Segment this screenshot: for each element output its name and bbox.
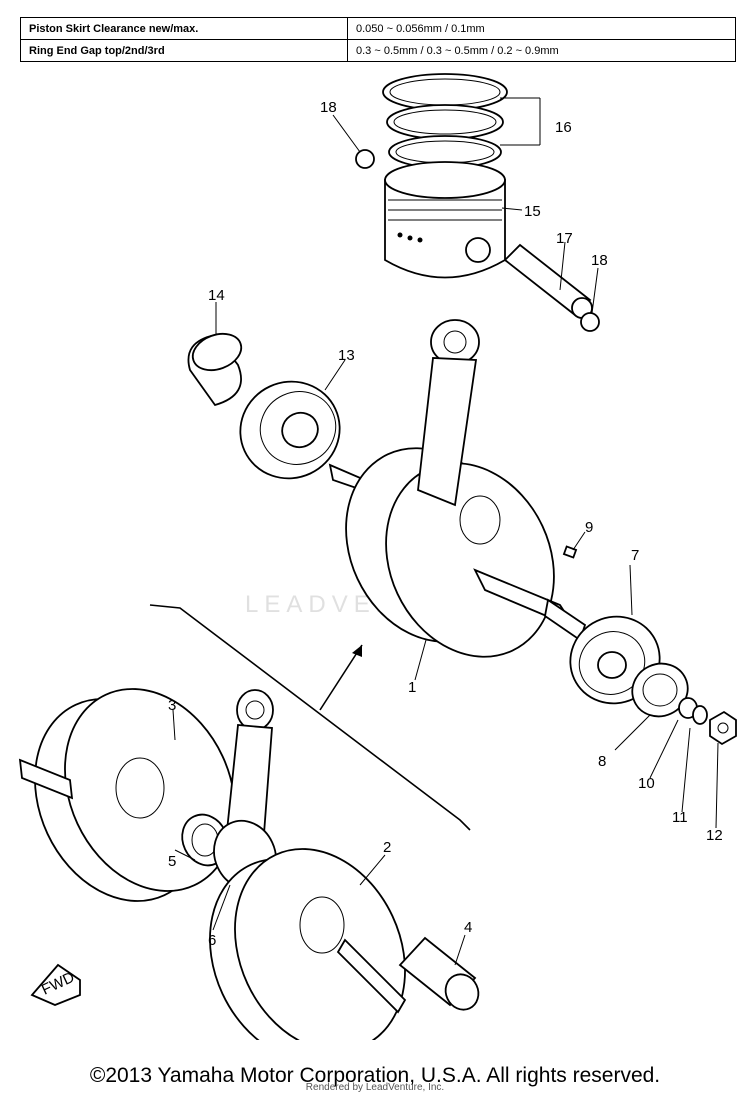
spec-value: 0.3 ~ 0.5mm / 0.3 ~ 0.5mm / 0.2 ~ 0.9mm (347, 39, 736, 62)
spec-row: Piston Skirt Clearance new/max. 0.050 ~ … (20, 17, 736, 40)
callout-12: 12 (706, 827, 723, 844)
callout-5: 5 (168, 853, 176, 870)
assembly-arrow (319, 644, 363, 711)
callout-3: 3 (168, 697, 176, 714)
piston-ring-set (382, 73, 508, 169)
circlip (355, 149, 375, 169)
callout-8: 8 (598, 753, 606, 770)
spec-table: Piston Skirt Clearance new/max. 0.050 ~ … (20, 17, 736, 62)
lock-washer (692, 705, 708, 725)
callout-4: 4 (464, 919, 472, 936)
callout-2: 2 (383, 839, 391, 856)
circlip (580, 312, 600, 332)
crank-pin (398, 936, 480, 1011)
callout-14: 14 (208, 287, 225, 304)
arrow-head (352, 645, 362, 657)
callout-18: 18 (320, 99, 337, 116)
copyright-notice: ©2013 Yamaha Motor Corporation, U.S.A. A… (89, 1064, 661, 1087)
oil-seal (631, 662, 689, 718)
callout-13: 13 (338, 347, 355, 364)
spec-label: Piston Skirt Clearance new/max. (20, 17, 348, 40)
callout-18: 18 (591, 252, 608, 269)
callout-16: 16 (555, 119, 572, 136)
connecting-rod-upper (417, 319, 480, 507)
exploded-bracket (149, 604, 471, 831)
piston (384, 161, 506, 279)
callout-9: 9 (585, 519, 593, 536)
crank-wheel-right (209, 848, 407, 1040)
nut (709, 710, 737, 746)
callout-11: 11 (672, 809, 688, 826)
crankshaft-assembly (328, 447, 587, 658)
piston-pin (503, 243, 593, 319)
fwd-arrow-icon: FWD (30, 963, 81, 1006)
rendered-by-notice: Rendered by LeadVenture, Inc. (305, 1082, 445, 1093)
crank-bearing-left (239, 380, 341, 480)
callout-6: 6 (208, 932, 216, 949)
callout-17: 17 (556, 230, 573, 247)
leader-lines (172, 97, 719, 966)
callout-10: 10 (638, 775, 655, 792)
callout-15: 15 (524, 203, 541, 220)
callout-7: 7 (631, 547, 639, 564)
callout-1: 1 (408, 679, 416, 696)
spec-value: 0.050 ~ 0.056mm / 0.1mm (347, 17, 736, 40)
small-end-bearing (187, 332, 243, 407)
spec-row: Ring End Gap top/2nd/3rd 0.3 ~ 0.5mm / 0… (20, 39, 736, 62)
spec-label: Ring End Gap top/2nd/3rd (20, 39, 348, 62)
crankshaft-exploded-diagram: LEADVENTURE (18, 73, 737, 1040)
